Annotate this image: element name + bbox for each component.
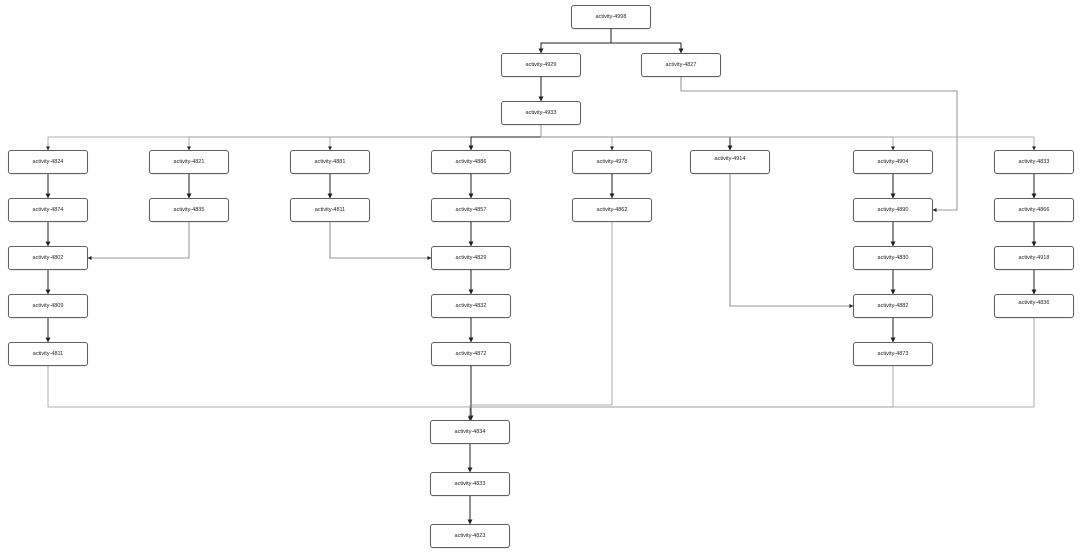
edge-activity-4827-to-activity-4890: [680, 77, 958, 212]
node-activity-4824[interactable]: activity-4824: [8, 150, 88, 174]
node-activity-4836[interactable]: activity-4836: [994, 294, 1074, 318]
node-activity-4823[interactable]: activity-4823: [430, 524, 510, 548]
node-activity-4832[interactable]: activity-4832: [431, 294, 511, 318]
edge-activity-4933-to-activity-4886: [468, 125, 542, 151]
node-activity-4874[interactable]: activity-4874: [8, 198, 88, 222]
node-activity-4890[interactable]: activity-4890: [853, 198, 933, 222]
edge-activity-4873-to-activity-4834: [468, 366, 894, 421]
node-activity-4882[interactable]: activity-4882: [853, 294, 933, 318]
node-activity-4862[interactable]: activity-4862: [572, 198, 652, 222]
node-activity-4998[interactable]: activity-4998: [571, 5, 651, 29]
node-activity-4978[interactable]: activity-4978: [572, 150, 652, 174]
node-activity-4811-b[interactable]: activity-4811: [8, 342, 88, 366]
node-activity-4904[interactable]: activity-4904: [853, 150, 933, 174]
node-activity-4886[interactable]: activity-4886: [431, 150, 511, 174]
node-activity-4918[interactable]: activity-4918: [994, 246, 1074, 270]
node-activity-4872[interactable]: activity-4872: [431, 342, 511, 366]
edge-activity-4933-to-activity-4833: [540, 125, 1036, 151]
edge-activity-4998-to-activity-4827: [610, 29, 684, 54]
node-activity-4833[interactable]: activity-4833: [994, 150, 1074, 174]
edge-activity-4836-to-activity-4834: [468, 318, 1035, 421]
node-activity-4809[interactable]: activity-4809: [8, 294, 88, 318]
node-activity-4929[interactable]: activity-4929: [501, 53, 581, 77]
edge-activity-4811-to-activity-4829: [329, 222, 432, 260]
edge-activity-4914-to-activity-4882: [729, 174, 854, 308]
node-activity-4914[interactable]: activity-4914: [690, 150, 770, 174]
node-activity-4834[interactable]: activity-4834: [430, 420, 510, 444]
node-activity-4833-b[interactable]: activity-4833: [430, 472, 510, 496]
node-activity-4933[interactable]: activity-4933: [501, 101, 581, 125]
node-activity-4866[interactable]: activity-4866: [994, 198, 1074, 222]
node-activity-4829[interactable]: activity-4829: [431, 246, 511, 270]
node-activity-4811[interactable]: activity-4811: [290, 198, 370, 222]
node-activity-4835[interactable]: activity-4835: [149, 198, 229, 222]
node-activity-4827[interactable]: activity-4827: [641, 53, 721, 77]
node-activity-4830[interactable]: activity-4830: [853, 246, 933, 270]
edge-activity-4811b-to-activity-4834: [47, 366, 472, 421]
node-activity-4802[interactable]: activity-4802: [8, 246, 88, 270]
node-activity-4821[interactable]: activity-4821: [149, 150, 229, 174]
node-activity-4881[interactable]: activity-4881: [290, 150, 370, 174]
edge-activity-4933-to-activity-4824: [46, 125, 542, 151]
node-activity-4873[interactable]: activity-4873: [853, 342, 933, 366]
node-activity-4857[interactable]: activity-4857: [431, 198, 511, 222]
edge-activity-4835-to-activity-4802: [87, 222, 190, 260]
edge-activity-4933-to-activity-4914: [540, 125, 733, 151]
edge-activity-4998-to-activity-4929: [538, 29, 612, 54]
